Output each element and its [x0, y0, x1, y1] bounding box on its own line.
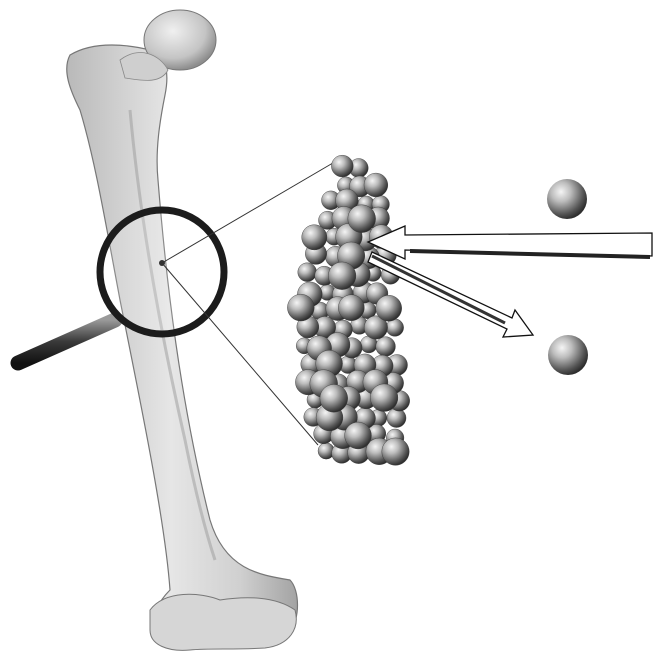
cluster-sphere: [348, 205, 376, 233]
cluster-sphere: [287, 294, 314, 321]
cluster-sphere: [331, 155, 353, 177]
femur-condyles: [150, 594, 296, 650]
cluster-sphere: [364, 173, 388, 197]
cluster-sphere: [376, 337, 396, 357]
femur-shaft: [67, 45, 298, 639]
cluster-sphere: [320, 384, 348, 412]
cluster-sphere: [328, 262, 356, 290]
cluster-sphere: [382, 438, 409, 465]
cluster-sphere: [376, 295, 402, 321]
magnifier-lens: [100, 210, 224, 334]
cluster-sphere: [302, 225, 327, 250]
cluster-sphere: [345, 422, 372, 449]
cluster-sphere: [298, 263, 317, 282]
particle-cluster: [287, 155, 409, 465]
cluster-sphere: [338, 295, 364, 321]
incoming-particle-sphere: [547, 179, 587, 219]
incoming-arrow: [368, 226, 652, 259]
outgoing-particle-sphere: [548, 335, 588, 375]
cluster-sphere: [386, 319, 403, 336]
magnifying-glass-icon: [18, 210, 224, 363]
cluster-sphere: [370, 384, 398, 412]
magnifier-handle: [18, 320, 115, 363]
cluster-sphere: [387, 409, 406, 428]
